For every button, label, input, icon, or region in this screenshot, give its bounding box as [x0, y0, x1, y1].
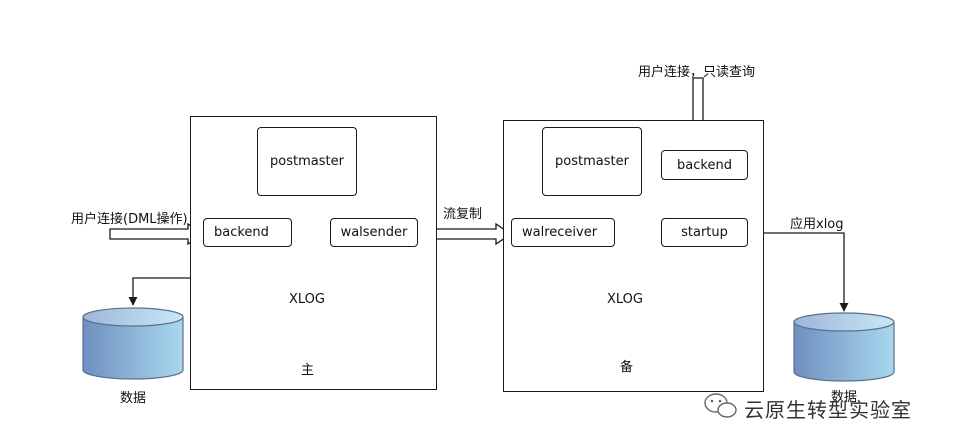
standby-xlog-label: XLOG — [607, 292, 643, 307]
standby-data-cylinder — [793, 312, 895, 382]
apply-xlog-label: 应用xlog — [790, 217, 844, 232]
user-readonly-label: 用户连接，只读查询 — [638, 65, 756, 80]
primary-data-label: 数据 — [120, 391, 147, 406]
primary-walsender-node: walsender — [330, 218, 418, 247]
user-dml-label: 用户连接(DML操作) — [71, 212, 188, 227]
standby-postmaster-node: postmaster — [542, 127, 642, 196]
standby-walreceiver-node: walreceiver — [511, 218, 615, 247]
replication-label: 流复制 — [443, 207, 483, 222]
standby-startup-node: startup — [661, 218, 748, 247]
primary-xlog-label: XLOG — [289, 292, 325, 307]
startup-to-data-line — [748, 232, 849, 312]
primary-data-cylinder — [82, 307, 184, 380]
primary-label: 主 — [301, 363, 315, 378]
primary-backend-node: backend — [203, 218, 292, 247]
standby-label: 备 — [620, 360, 634, 375]
wechat-icon — [704, 393, 737, 418]
watermark-text: 云原生转型实验室 — [744, 398, 912, 422]
standby-backend-node: backend — [661, 150, 748, 180]
standby-data-label: 数据 — [831, 390, 858, 405]
primary-postmaster-node: postmaster — [257, 127, 357, 196]
